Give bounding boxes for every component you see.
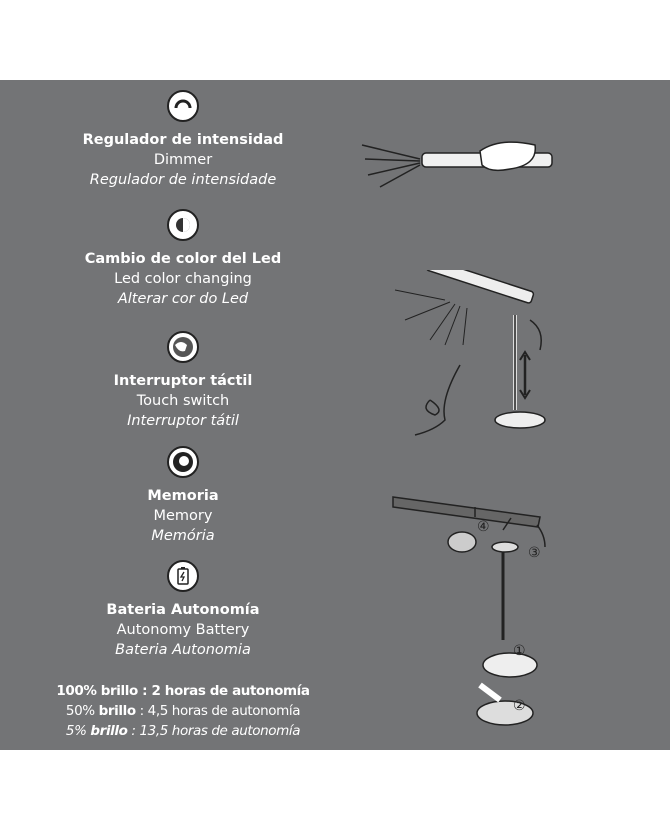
assembly-illustration: ④ ③ ① ②: [392, 496, 546, 726]
autonomy-50: 50% brillo : 4,5 horas de autonomía: [65, 703, 301, 719]
feature-battery: Bateria Autonomía Autonomy Battery Bater…: [33, 560, 333, 660]
feature-dimmer: Regulador de intensidad Dimmer Regulador…: [33, 90, 333, 190]
step-1-label: ①: [513, 643, 526, 659]
feature-portuguese: Interruptor tátil: [127, 413, 239, 429]
touch-icon: [167, 331, 199, 363]
autonomy-5: 5% brillo : 13,5 horas de autonomía: [65, 723, 301, 739]
feature-portuguese: Alterar cor do Led: [117, 291, 249, 307]
lamp-illustration: [394, 270, 546, 436]
feature-title: Interruptor táctil: [113, 373, 253, 389]
dimmer-icon: [167, 90, 199, 122]
dimmer-illustration: [361, 141, 553, 188]
feature-color: Cambio de color del Led Led color changi…: [33, 209, 333, 309]
step-2-label: ②: [513, 698, 526, 714]
gray-panel: [0, 80, 670, 750]
feature-portuguese: Regulador de intensidade: [89, 172, 277, 188]
step-3-label: ③: [528, 545, 541, 561]
autonomy-100: 100% brillo : 2 horas de autonomía: [56, 683, 310, 699]
feature-english: Memory: [153, 508, 213, 524]
feature-english: Led color changing: [114, 271, 252, 287]
feature-english: Touch switch: [136, 393, 230, 409]
feature-portuguese: Bateria Autonomia: [115, 642, 251, 658]
color-change-icon: [167, 209, 199, 241]
step-4-label: ④: [477, 519, 490, 535]
memory-icon: [167, 446, 199, 478]
feature-title: Cambio de color del Led: [84, 251, 282, 267]
feature-memory: Memoria Memory Memória: [33, 446, 333, 546]
feature-title: Memoria: [147, 488, 219, 504]
feature-title: Regulador de intensidad: [82, 132, 284, 148]
feature-title: Bateria Autonomía: [106, 602, 260, 618]
battery-autonomy-list: 100% brillo : 2 horas de autonomía 50% b…: [33, 681, 333, 741]
battery-icon: [167, 560, 199, 592]
feature-portuguese: Memória: [151, 528, 215, 544]
feature-english: Dimmer: [153, 152, 213, 168]
feature-english: Autonomy Battery: [116, 622, 250, 638]
feature-touch: Interruptor táctil Touch switch Interrup…: [33, 331, 333, 431]
